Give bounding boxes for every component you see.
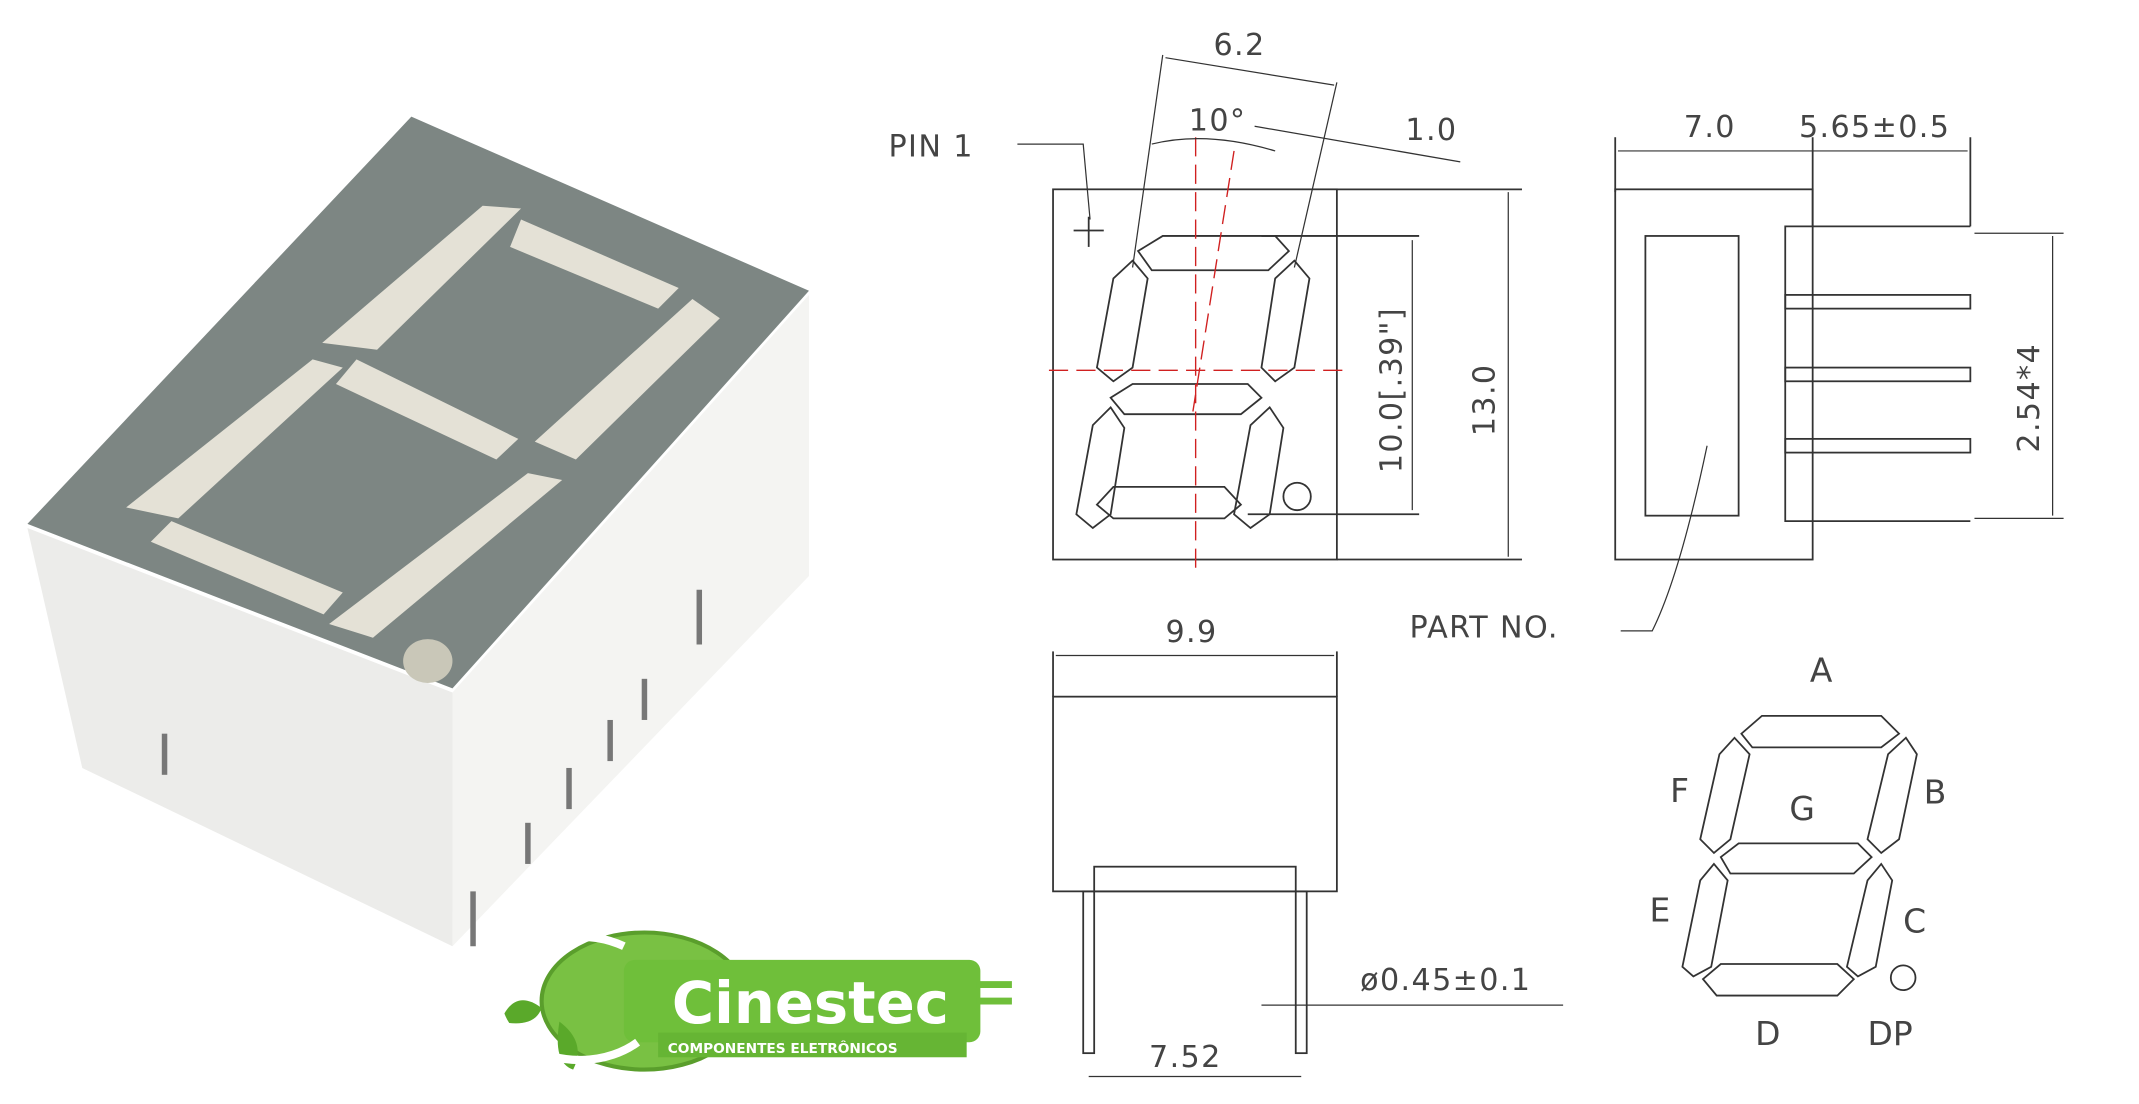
segment-map: A B C D E F G DP xyxy=(1649,651,1946,1053)
part-no-label: PART NO. xyxy=(1410,611,1559,646)
dim-angle: 10° xyxy=(1189,103,1247,138)
digit-outline xyxy=(1075,235,1311,530)
side-view: 7.0 5.65±0.5 2.54*4 PART NO. xyxy=(1410,110,2064,646)
cinestec-logo: Cinestec COMPONENTES ELETRÔNICOS xyxy=(493,930,1012,1072)
dim-depth: 7.0 xyxy=(1684,110,1736,145)
logo-wordmark: Cinestec xyxy=(672,970,949,1037)
dim-row-spacing: 7.52 xyxy=(1149,1040,1222,1075)
dim-digit-height: 10.0[.39"] xyxy=(1374,307,1409,473)
segment-label-e: E xyxy=(1649,891,1670,930)
dim-digit-width: 6.2 xyxy=(1213,28,1265,63)
photo-pins xyxy=(161,589,703,947)
segment-label-d: D xyxy=(1755,1014,1780,1053)
logo-tagline: COMPONENTES ELETRÔNICOS xyxy=(668,1039,898,1057)
dim-segment-width: 1.0 xyxy=(1405,113,1457,148)
dim-height: 13.0 xyxy=(1468,363,1503,436)
dim-pin-diameter: ø0.45±0.1 xyxy=(1360,963,1531,998)
pin1-label: PIN 1 xyxy=(889,129,974,164)
product-photo xyxy=(27,116,809,947)
front-view: 13.0 10.0[.39"] 6.2 10° 1.0 PIN 1 xyxy=(889,28,1522,570)
photo-segments xyxy=(126,205,720,638)
segment-label-b: B xyxy=(1924,773,1947,812)
segment-label-g: G xyxy=(1789,789,1815,828)
segment-label-f: F xyxy=(1670,771,1689,810)
side-pins xyxy=(1784,294,1972,454)
segment-label-dp: DP xyxy=(1868,1014,1913,1053)
dim-pitch: 2.54*4 xyxy=(2012,343,2047,453)
dim-width: 9.9 xyxy=(1165,615,1217,650)
bottom-view: 9.9 7.52 ø0.45±0.1 xyxy=(1052,615,1564,1078)
dim-pin-length: 5.65±0.5 xyxy=(1799,110,1950,145)
segment-label-c: C xyxy=(1903,901,1926,940)
segment-label-a: A xyxy=(1810,651,1833,690)
